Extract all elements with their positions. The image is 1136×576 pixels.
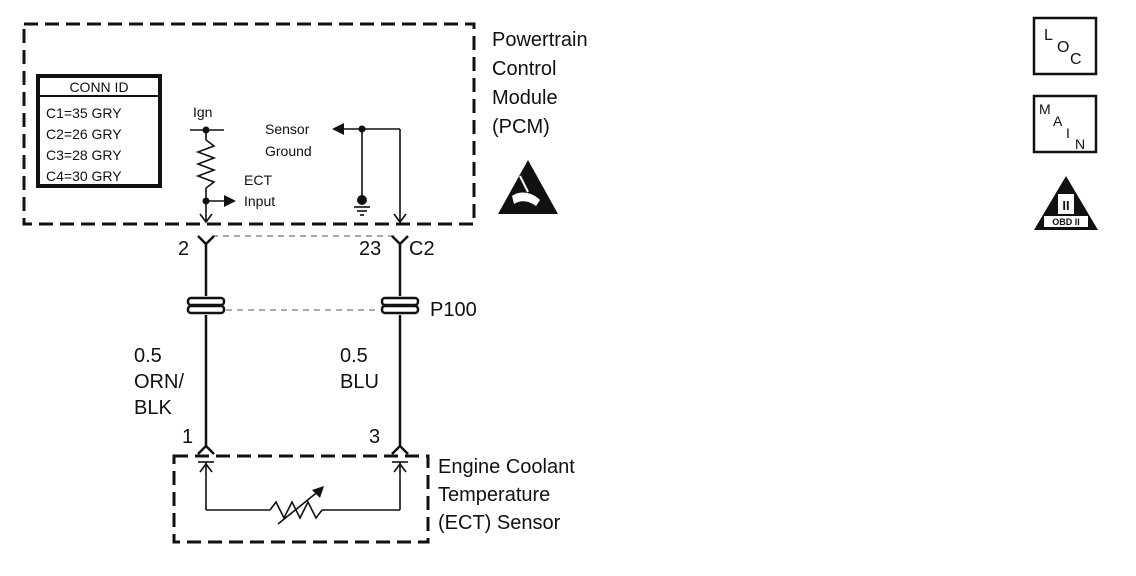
main-char-n: N bbox=[1075, 136, 1085, 152]
main-char-i: I bbox=[1066, 125, 1070, 141]
loc-char-c: C bbox=[1070, 51, 1082, 68]
wire-right-color-line-1: BLU bbox=[340, 371, 379, 393]
pcm-label-line-4: (PCM) bbox=[492, 116, 550, 138]
pullup-resistor-icon bbox=[195, 139, 217, 189]
p100-pass-through: P100 bbox=[186, 296, 477, 321]
connector-c2: 2 23 C2 bbox=[178, 235, 435, 260]
conn-id-row-3: C3=28 GRY bbox=[46, 147, 122, 163]
obd-ii-icon[interactable]: II OBD II bbox=[1034, 176, 1098, 230]
ground-icon bbox=[357, 195, 367, 205]
conn-id-header: CONN ID bbox=[69, 79, 128, 95]
ect-input-arrow-icon bbox=[224, 195, 236, 207]
c2-connector-label: C2 bbox=[409, 238, 435, 260]
ect-sensor-box bbox=[172, 454, 430, 544]
p100-label: P100 bbox=[430, 299, 477, 321]
ect-sensor-label-line-2: Temperature bbox=[438, 484, 550, 506]
conn-id-row-4: C4=30 GRY bbox=[46, 168, 122, 184]
wire-left-color-line-2: BLK bbox=[134, 397, 172, 419]
obd-top-label: II bbox=[1062, 198, 1069, 213]
pcm-label-line-3: Module bbox=[492, 87, 558, 109]
wire-right-gauge: 0.5 bbox=[340, 345, 368, 367]
conn-id-table: CONN ID C1=35 GRY C2=26 GRY C3=28 GRY C4… bbox=[36, 74, 162, 188]
c2-pin-2-label: 2 bbox=[178, 238, 189, 260]
loc-char-l: L bbox=[1044, 27, 1053, 44]
wire-left-color-line-1: ORN/ bbox=[134, 371, 184, 393]
wire-blu-label: 0.5 BLU bbox=[340, 345, 379, 393]
conn-id-row-1: C1=35 GRY bbox=[46, 105, 122, 121]
ect-sensor-label-line-1: Engine Coolant bbox=[438, 456, 575, 478]
ign-label: Ign bbox=[193, 104, 212, 120]
sensor-ground-label-line-2: Ground bbox=[265, 143, 312, 159]
pcm-label: Powertrain Control Module (PCM) bbox=[492, 29, 588, 138]
ect-sensor-label: Engine Coolant Temperature (ECT) Sensor bbox=[438, 456, 575, 534]
sensor-ground-arrow-icon bbox=[332, 123, 344, 135]
sensor-ground-label-line-1: Sensor bbox=[265, 121, 310, 137]
wire-orn-blk-label: 0.5 ORN/ BLK bbox=[134, 345, 184, 419]
ect-sensor-label-line-3: (ECT) Sensor bbox=[438, 512, 561, 534]
conn-id-row-2: C2=26 GRY bbox=[46, 126, 122, 142]
c2-pin-23-label: 23 bbox=[359, 238, 381, 260]
main-icon[interactable]: M A I N bbox=[1032, 94, 1098, 154]
pcm-label-line-1: Powertrain bbox=[492, 29, 588, 51]
loc-icon[interactable]: L O C bbox=[1032, 16, 1098, 76]
wire-left-gauge: 0.5 bbox=[134, 345, 162, 367]
pcm-label-line-2: Control bbox=[492, 58, 556, 80]
obd-bottom-label: OBD II bbox=[1052, 217, 1080, 227]
ect-input-label-line-1: ECT bbox=[244, 172, 272, 188]
main-char-m: M bbox=[1039, 101, 1051, 117]
pcm-module-box bbox=[22, 22, 476, 226]
sensor-ground-circuit: Sensor Ground bbox=[265, 121, 407, 224]
sensor-pin-1-label: 1 bbox=[182, 426, 193, 448]
sensor-pin-3-label: 3 bbox=[369, 426, 380, 448]
main-char-a: A bbox=[1053, 113, 1063, 129]
sensor-connector: 1 3 bbox=[182, 426, 409, 455]
loc-char-o: O bbox=[1057, 39, 1069, 56]
ect-input-label-line-2: Input bbox=[244, 193, 275, 209]
ign-pullup-circuit: Ign ECT Input bbox=[190, 104, 275, 224]
thermistor-circuit bbox=[198, 461, 408, 525]
esd-warning-icon bbox=[498, 160, 558, 214]
